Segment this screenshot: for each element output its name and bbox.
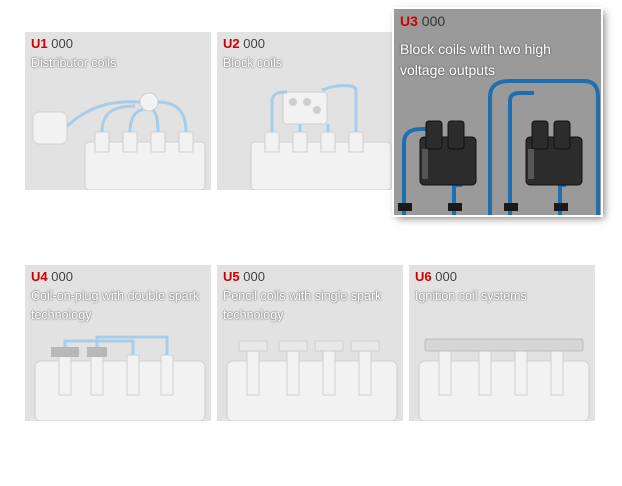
tile-label: Coil-on-plug with double spark technolog…: [31, 287, 211, 325]
ignition-system-illustration: [409, 331, 595, 421]
tile-label: Distributor coils: [31, 54, 201, 73]
tile-code: U2 000: [223, 36, 265, 51]
tile-pencil-coils[interactable]: U5 000 Pencil coils with single spark te…: [217, 265, 403, 421]
block-coil-illustration: [217, 80, 403, 190]
tile-code: U1 000: [31, 36, 73, 51]
tile-code: U3 000: [400, 13, 445, 29]
tile-code: U6 000: [415, 269, 457, 284]
block-coil-two-outputs-illustration: [394, 65, 601, 215]
tile-ignition-coil-systems[interactable]: U6 000 Ignition coil systems: [409, 265, 595, 421]
tile-code: U5 000: [223, 269, 265, 284]
tile-code: U4 000: [31, 269, 73, 284]
tile-block-coils-two-outputs[interactable]: U3 000 Block coils with two high voltage…: [394, 9, 601, 215]
pencil-coil-illustration: [217, 331, 403, 421]
tile-label: Pencil coils with single spark technolog…: [223, 287, 403, 325]
tile-distributor-coils[interactable]: U1 000 Distributor coils: [25, 32, 211, 190]
coil-on-plug-illustration: [25, 331, 211, 421]
distributor-coil-illustration: [25, 80, 211, 190]
tile-block-coils[interactable]: U2 000 Block coils: [217, 32, 403, 190]
tile-coil-on-plug[interactable]: U4 000 Coil-on-plug with double spark te…: [25, 265, 211, 421]
tile-label: Ignition coil systems: [415, 287, 585, 306]
tile-label: Block coils: [223, 54, 393, 73]
